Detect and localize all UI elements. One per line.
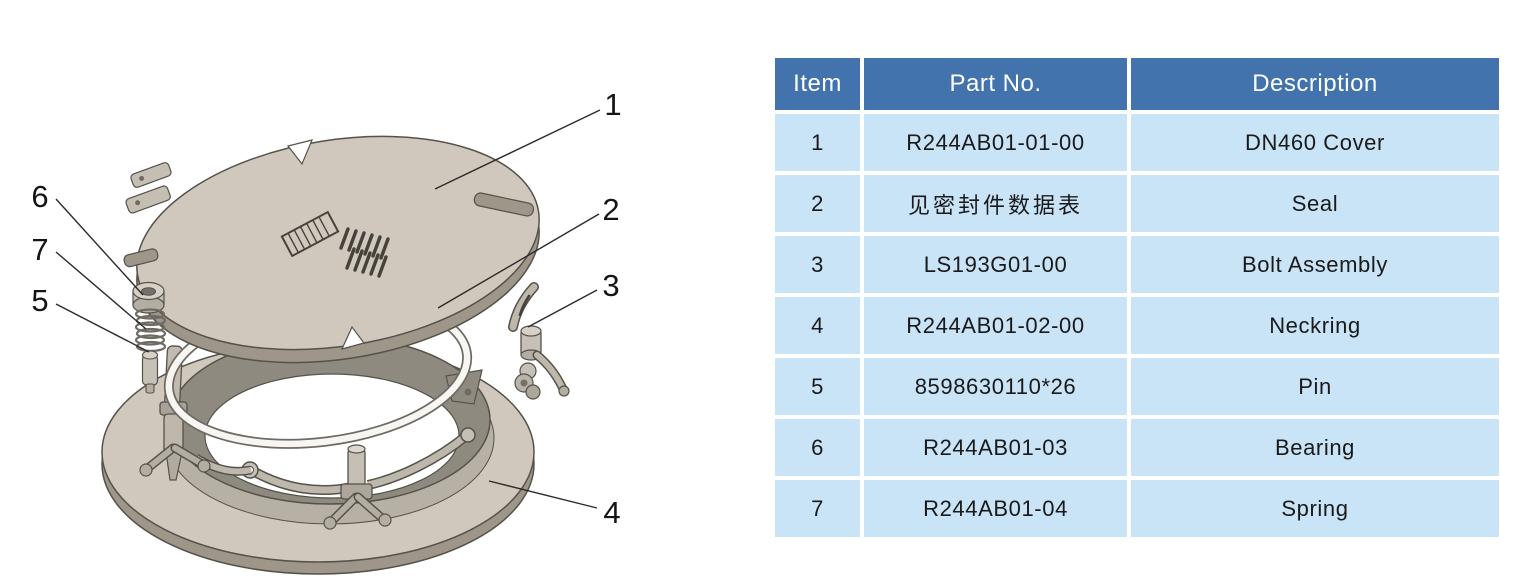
callout-2-label: 2 (602, 192, 619, 227)
leader-line-7 (55, 251, 147, 330)
cell-part-no: 8598630110*26 (864, 358, 1127, 415)
cell-description: Spring (1131, 480, 1499, 537)
column-header-description: Description (1131, 58, 1499, 110)
callout-6-label: 6 (31, 179, 48, 214)
cell-item: 6 (775, 419, 860, 476)
cell-item: 7 (775, 480, 860, 537)
table-row: 5 8598630110*26 Pin (775, 358, 1499, 415)
pin-shape (141, 350, 159, 394)
cell-part-no: R244AB01-04 (864, 480, 1127, 537)
cell-description: Neckring (1131, 297, 1499, 354)
cell-item: 4 (775, 297, 860, 354)
leader-line-3 (527, 289, 598, 328)
cell-part-no: 见密封件数据表 (864, 175, 1127, 232)
cell-part-no: LS193G01-00 (864, 236, 1127, 293)
table-row: 7 R244AB01-04 Spring (775, 480, 1499, 537)
bolt-assembly-detached (508, 282, 570, 400)
callout-3-label: 3 (602, 268, 619, 303)
column-header-part-no: Part No. (864, 58, 1127, 110)
parts-table-header-row: Item Part No. Description (775, 58, 1499, 110)
cover-shape (123, 135, 540, 364)
cell-description: DN460 Cover (1131, 114, 1499, 171)
cell-description: Bolt Assembly (1131, 236, 1499, 293)
exploded-assembly-diagram: 1 2 3 4 5 6 7 (31, 87, 622, 575)
leader-line-4 (488, 480, 598, 509)
callout-4-label: 4 (603, 495, 620, 530)
cell-description: Pin (1131, 358, 1499, 415)
table-row: 4 R244AB01-02-00 Neckring (775, 297, 1499, 354)
cover-right-slot (473, 192, 535, 217)
leader-line-1 (434, 109, 601, 190)
cover-top-notch (286, 139, 314, 166)
leader-line-5 (55, 303, 150, 353)
cover-logo-hatch (280, 210, 390, 278)
callout-7-label: 7 (31, 232, 48, 267)
cell-description: Bearing (1131, 419, 1499, 476)
leader-lines (55, 109, 601, 509)
leader-line-2 (437, 213, 600, 309)
leader-line-6 (55, 198, 144, 296)
cell-part-no: R244AB01-02-00 (864, 297, 1127, 354)
cell-item: 5 (775, 358, 860, 415)
cell-item: 1 (775, 114, 860, 171)
table-row: 2 见密封件数据表 Seal (775, 175, 1499, 232)
cell-item: 3 (775, 236, 860, 293)
bolt-assembly-front (241, 427, 476, 530)
callout-5-label: 5 (31, 283, 48, 318)
cover-bottom-notch (340, 325, 366, 350)
table-row: 6 R244AB01-03 Bearing (775, 419, 1499, 476)
table-row: 3 LS193G01-00 Bolt Assembly (775, 236, 1499, 293)
cell-part-no: R244AB01-03 (864, 419, 1127, 476)
callout-1-label: 1 (604, 87, 621, 122)
column-header-item: Item (775, 58, 860, 110)
cell-description: Seal (1131, 175, 1499, 232)
parts-table: Item Part No. Description 1 R244AB01-01-… (771, 54, 1503, 541)
table-row: 1 R244AB01-01-00 DN460 Cover (775, 114, 1499, 171)
cell-part-no: R244AB01-01-00 (864, 114, 1127, 171)
cell-item: 2 (775, 175, 860, 232)
